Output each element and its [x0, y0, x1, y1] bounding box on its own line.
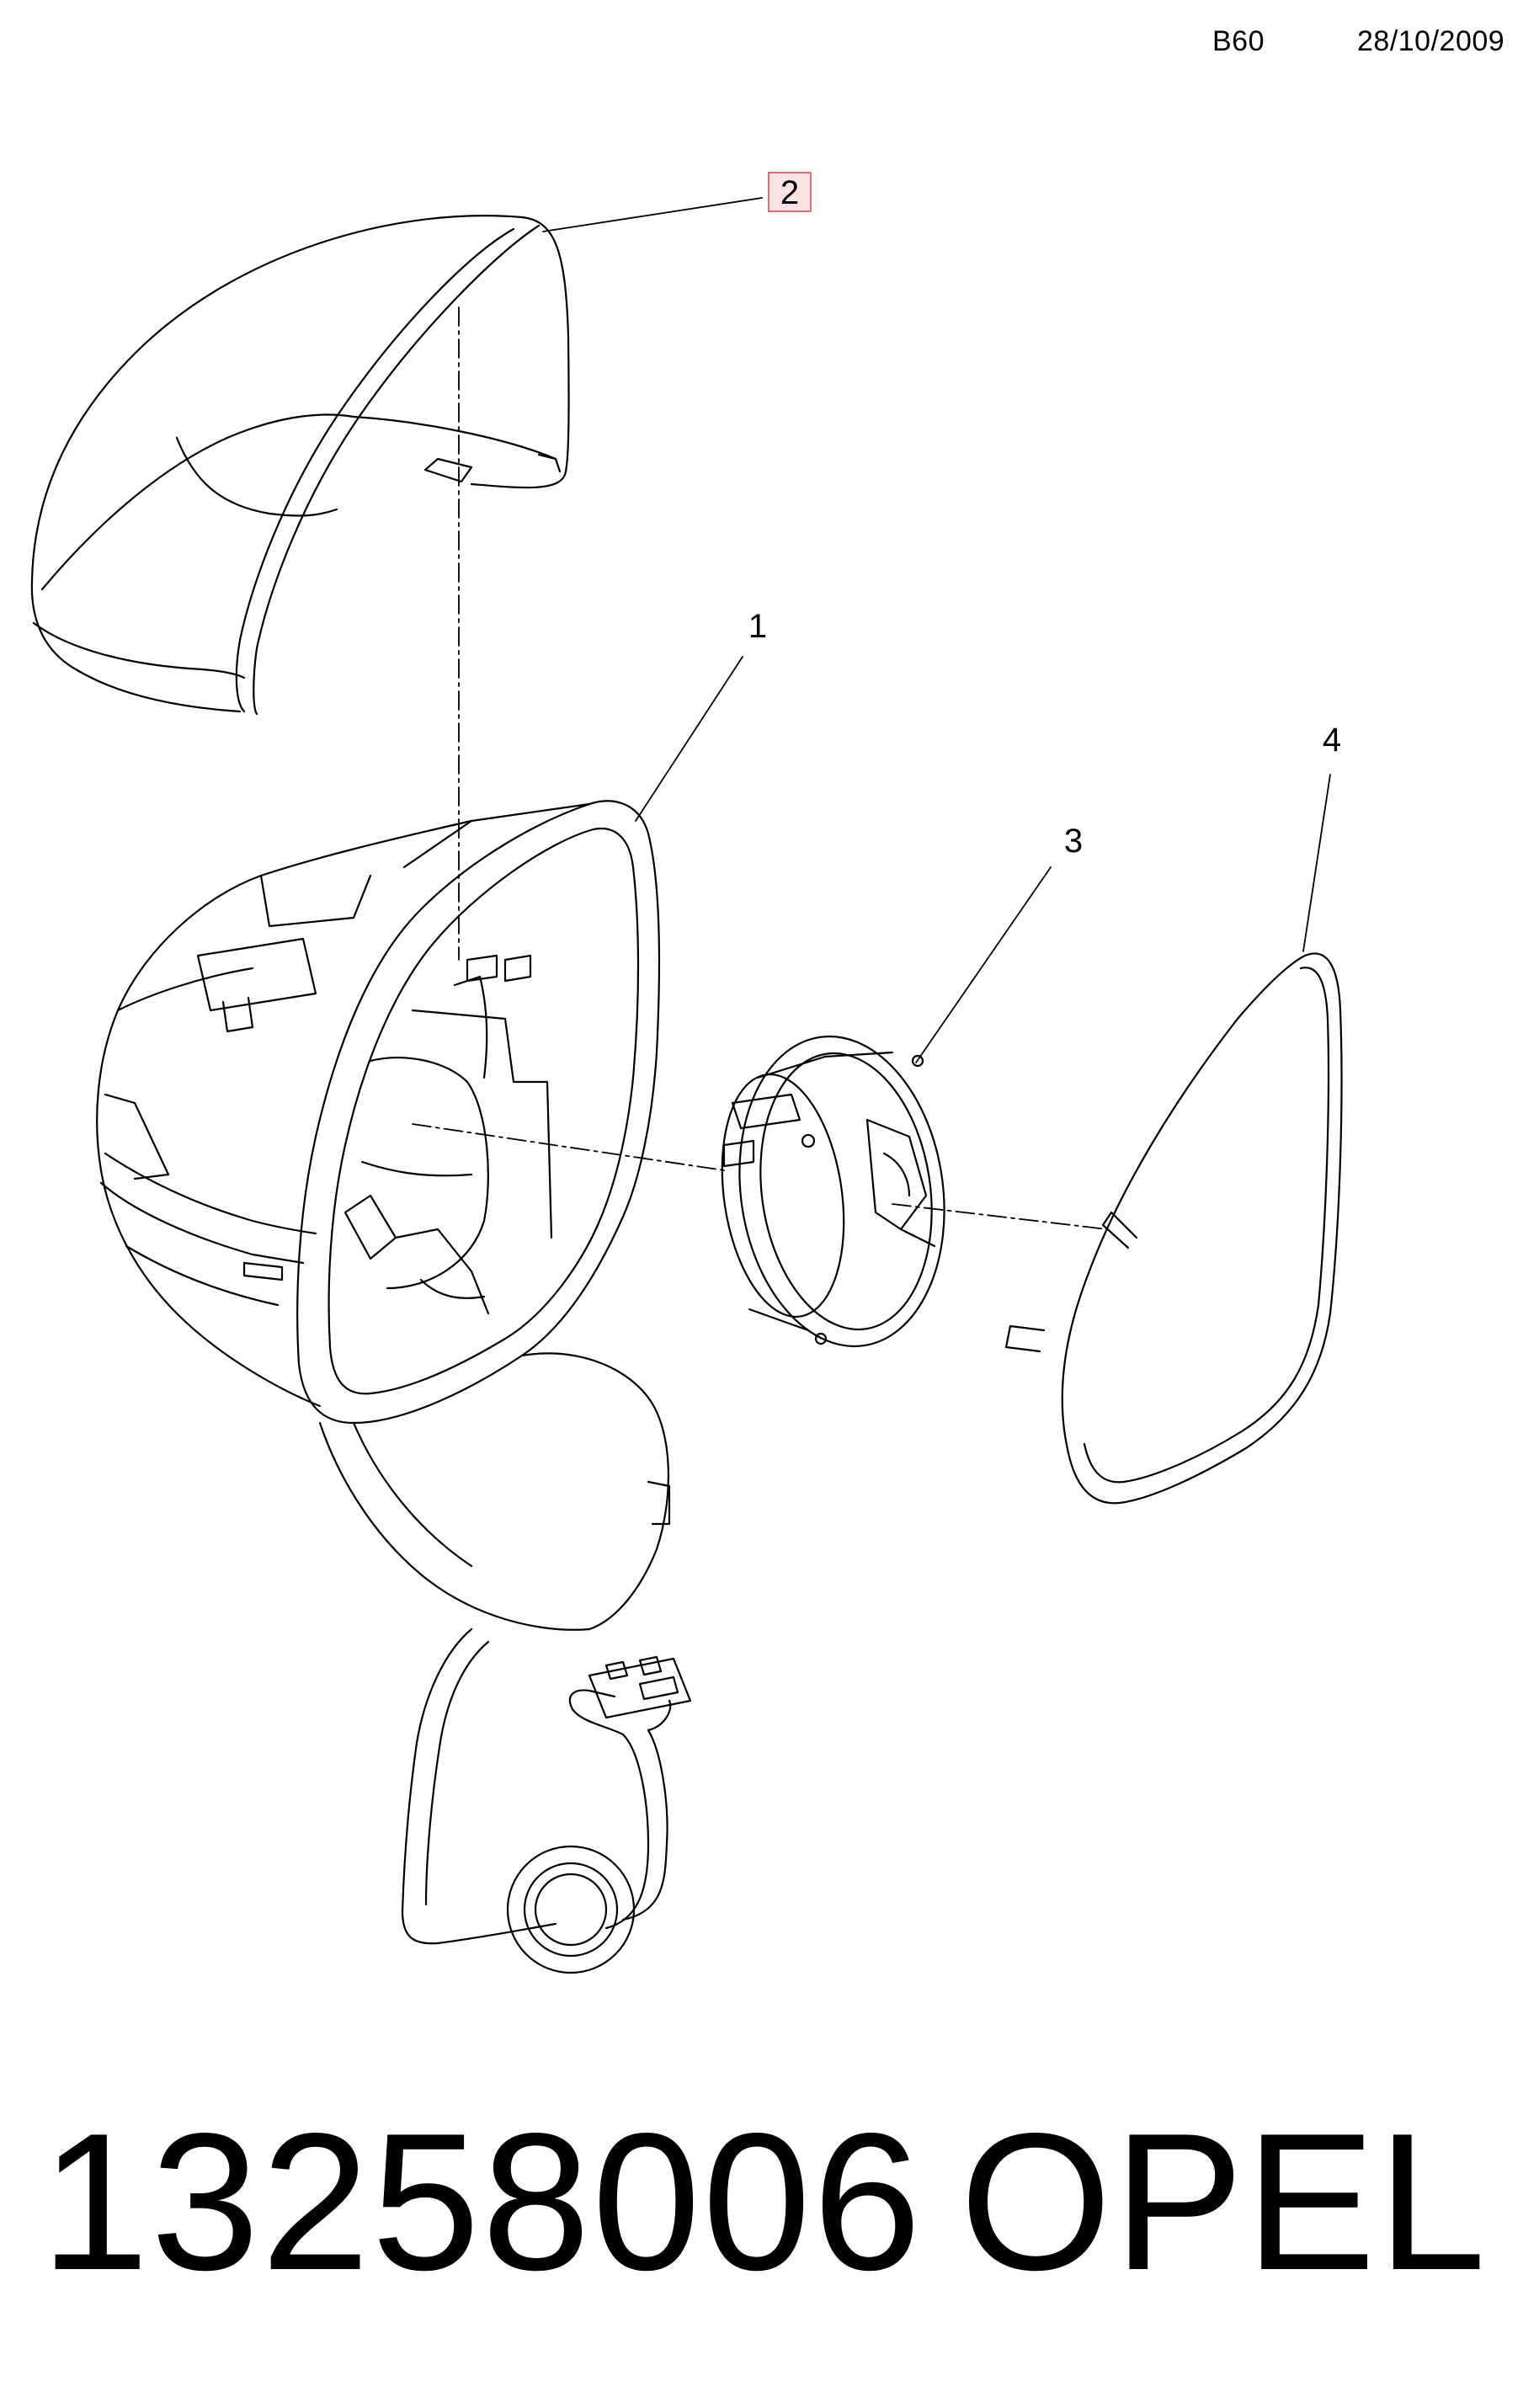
diagram-code: B60 — [1212, 25, 1265, 57]
diagram-date: 28/10/2009 — [1357, 25, 1505, 57]
callout-4-label: 4 — [1323, 722, 1341, 759]
brand-name: OPEL — [960, 2093, 1488, 2311]
callout-3[interactable]: 3 — [1064, 823, 1083, 860]
leader-lines — [542, 197, 1331, 1063]
callout-1[interactable]: 1 — [748, 608, 767, 645]
mirror-housing-part — [96, 800, 671, 1631]
callout-1-label: 1 — [748, 608, 767, 645]
mirror-cover-part — [30, 215, 570, 716]
wiring-harness — [401, 1628, 692, 1974]
callout-4[interactable]: 4 — [1323, 722, 1341, 759]
callout-2-highlight — [768, 172, 812, 212]
callout-3-label: 3 — [1064, 823, 1083, 860]
part-number: 13258006 — [40, 2093, 924, 2311]
actuator-motor-part — [721, 1035, 945, 1348]
assembly-guide-lines — [412, 306, 1108, 1230]
callout-2[interactable]: 2 — [768, 172, 812, 212]
callout-2-label: 2 — [780, 174, 799, 211]
exploded-parts-diagram: 2 1 3 4 — [30, 172, 1343, 1974]
mirror-glass-part — [1004, 952, 1343, 1505]
